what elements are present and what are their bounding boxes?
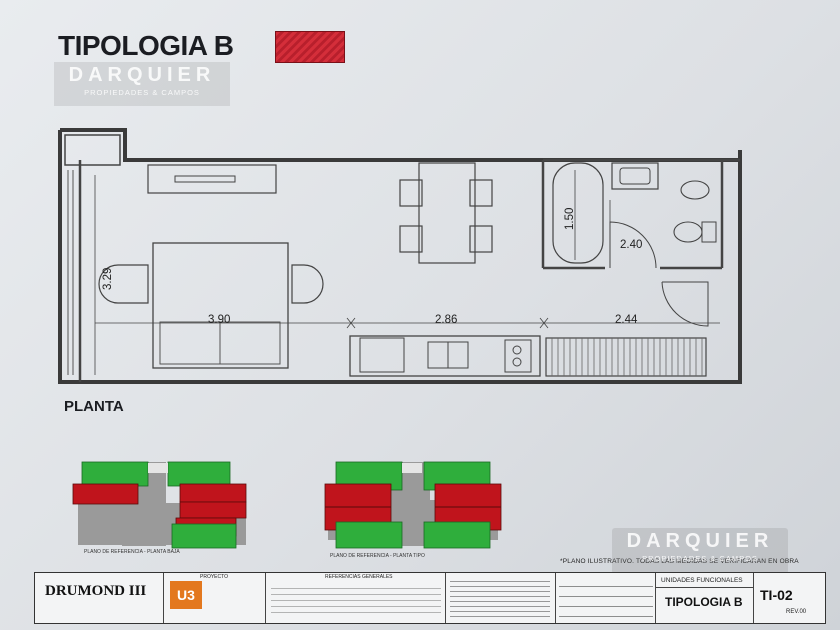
tv-console — [147, 164, 277, 194]
revision-label: REV.00 — [786, 609, 807, 615]
divider — [445, 573, 446, 623]
dining-chairs — [399, 179, 493, 253]
entry-door-swing — [661, 281, 709, 327]
bathtub — [552, 162, 604, 264]
watermark-name-bottom: DARQUIER — [626, 530, 774, 552]
plan-label: PLANTA — [64, 398, 124, 415]
tv — [174, 175, 236, 183]
fridge — [359, 337, 405, 373]
divider — [655, 573, 656, 623]
project-header: PROYECTO — [200, 574, 228, 580]
title-block: DRUMOND III PROYECTO U3 REFERENCIAS GENE… — [34, 572, 826, 624]
bed — [152, 242, 289, 369]
ground-floor-caption: PLANO DE REFERENCIA - PLANTA BAJA — [84, 549, 180, 555]
notes-text-block — [450, 577, 550, 617]
dim-bath-depth-b: 2.40 — [620, 239, 642, 251]
chair-left — [98, 264, 149, 304]
closet — [545, 337, 707, 377]
typical-floor-caption: PLANO DE REFERENCIA - PLANTA TIPO — [330, 553, 425, 559]
dim-kitchen-width: 2.86 — [435, 314, 457, 326]
dim-living-depth: 3.29 — [102, 268, 114, 290]
toilet — [680, 180, 710, 200]
sheet-number: TI-02 — [760, 587, 793, 603]
watermark-tagline-bottom: PROPIEDADES & CAMPOS — [642, 554, 758, 563]
bath-door-swing — [609, 221, 657, 269]
watermark-logo-top: DARQUIER PROPIEDADES & CAMPOS — [54, 62, 230, 106]
inner-walls — [64, 134, 740, 382]
watermark-name: DARQUIER — [68, 64, 216, 86]
dimension-lines — [94, 170, 720, 375]
dining-table — [418, 162, 476, 264]
project-name: DRUMOND III — [45, 583, 147, 599]
units-header: UNIDADES FUNCIONALES — [661, 577, 743, 584]
divider — [753, 573, 754, 623]
bidet — [673, 221, 703, 243]
reference-plan-typical-floor — [324, 461, 502, 549]
divider — [555, 573, 556, 623]
dim-bath-width: 2.44 — [615, 314, 638, 326]
architect-logo: U3 — [170, 581, 202, 609]
watermark-logo-bottom: DARQUIER PROPIEDADES & CAMPOS — [612, 528, 788, 574]
kitchen-counter — [349, 335, 541, 377]
dim-bath-depth-a: 1.50 — [564, 208, 576, 230]
illustrative-note: *PLANO ILUSTRATIVO. TODAS LAS MEDIDAS SE… — [560, 558, 799, 565]
reference-plan-ground-floor — [72, 461, 247, 549]
divider — [163, 573, 164, 623]
dim-living-width: 3.90 — [208, 314, 230, 326]
unit-color-swatch — [275, 31, 345, 63]
sheet-title: TIPOLOGIA B — [58, 30, 234, 61]
divider — [655, 587, 753, 588]
chair-right — [291, 264, 324, 304]
revision-table — [559, 577, 653, 617]
watermark-tagline: PROPIEDADES & CAMPOS — [84, 88, 200, 97]
references-header: REFERENCIAS GENERALES — [325, 574, 393, 580]
window-left — [67, 170, 74, 375]
outer-walls — [58, 128, 742, 384]
cooktop — [504, 339, 532, 373]
divider — [265, 573, 266, 623]
references-table — [271, 583, 441, 617]
sheet-name: TIPOLOGIA B — [665, 595, 743, 609]
vanity — [611, 162, 659, 190]
